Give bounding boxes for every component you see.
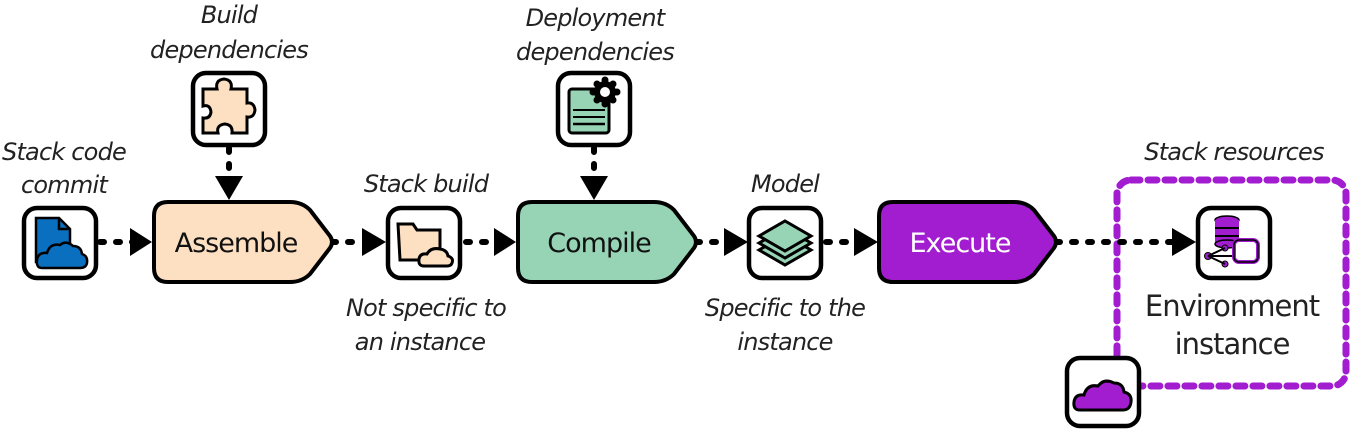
stack-build-label: Stack build — [364, 170, 490, 198]
arrowhead-deploydeps-down — [580, 176, 608, 200]
stack-resources-boundary — [1113, 176, 1350, 390]
environment-instance-label-line2: instance — [1175, 327, 1290, 361]
build-dependencies-label-line1: Build — [201, 1, 259, 29]
puzzle-piece-icon — [190, 70, 268, 148]
arrowhead-stack-build — [362, 228, 386, 256]
arrowhead-builddeps-down — [215, 176, 243, 200]
stage-assemble-label: Assemble — [175, 228, 298, 259]
stack-code-commit-label-line2: commit — [21, 171, 109, 199]
not-specific-label-line2: an instance — [355, 328, 485, 356]
file-cloud-icon — [21, 205, 99, 281]
arrowhead-environment — [1172, 228, 1196, 256]
arrowhead-model — [724, 228, 748, 256]
model-label: Model — [751, 170, 820, 198]
stack-resources-label: Stack resources — [1144, 138, 1324, 166]
folder-cloud-icon — [385, 205, 463, 281]
deployment-dependencies-label-line2: dependencies — [516, 38, 674, 66]
layers-icon — [746, 205, 824, 281]
stage-assemble: Assemble — [152, 200, 334, 284]
database-network-icon — [1195, 205, 1273, 281]
stage-execute: Execute — [877, 200, 1058, 284]
environment-instance-label-line1: Environment — [1145, 289, 1320, 323]
cloud-icon — [1064, 355, 1142, 429]
arrowhead-execute — [854, 228, 878, 256]
specific-label-line2: instance — [737, 328, 832, 356]
arrowhead-compile — [494, 228, 516, 256]
arrowhead-assemble — [130, 228, 152, 256]
deployment-dependencies-label-line1: Deployment — [526, 4, 667, 32]
document-gear-icon — [555, 70, 633, 148]
specific-label-line1: Specific to the — [705, 294, 865, 322]
build-dependencies-label-line2: dependencies — [150, 36, 308, 64]
stage-compile-label: Compile — [547, 228, 651, 259]
stage-execute-label: Execute — [910, 228, 1011, 259]
stack-code-commit-label-line1: Stack code — [2, 138, 126, 166]
stage-compile: Compile — [516, 200, 698, 284]
not-specific-label-line1: Not specific to — [346, 294, 506, 322]
